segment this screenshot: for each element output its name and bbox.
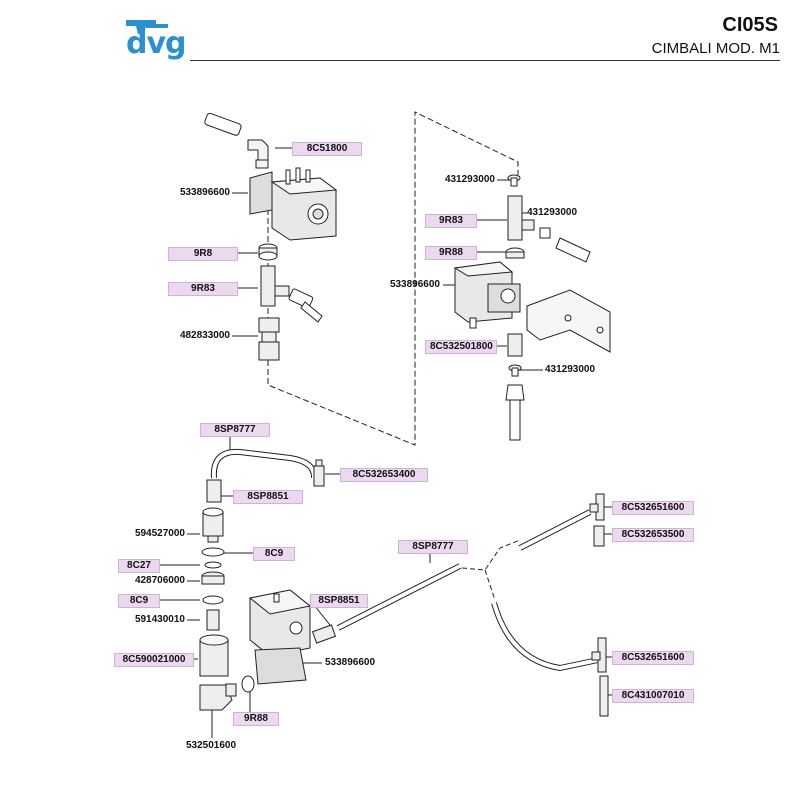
dvg-logo-icon (126, 20, 168, 34)
tee-8c532651600-lower (591, 637, 607, 673)
fitting-8sp8851 (206, 479, 222, 503)
gasket-9r8 (258, 243, 278, 261)
part-label: 8C27 (118, 559, 160, 573)
fitting-591430010 (206, 609, 220, 631)
part-label: 9R8 (168, 247, 238, 261)
filter-594527000 (202, 507, 224, 543)
mounting-bracket (526, 289, 611, 353)
screw-431293000-bottom (508, 364, 522, 377)
part-label: 8C51800 (292, 142, 362, 156)
part-label: 8C532651600 (612, 651, 694, 665)
nut-8c590021000 (199, 634, 229, 677)
o-ring-8c9-lower (202, 595, 224, 605)
part-label: 9R88 (233, 712, 279, 726)
tee-fitting-9r83-right (507, 195, 591, 263)
screw-431293000-top (507, 174, 521, 187)
washer-8c27 (204, 561, 222, 569)
tee-8c532651600-upper (589, 493, 605, 521)
assembly-dashed-line (267, 111, 519, 446)
part-label: 8C532651600 (612, 501, 694, 515)
part-label: 533896600 (389, 279, 440, 290)
gasket-9r88-right (505, 247, 525, 259)
gasket-9r88-lower (241, 675, 255, 693)
part-label: 9R88 (425, 246, 477, 260)
header-rule (190, 60, 780, 61)
page-code: CI05S (722, 14, 778, 36)
logo-text: dvg (126, 26, 187, 61)
part-label: 532501600 (186, 740, 237, 751)
part-label: 533896600 (179, 187, 230, 198)
tee-fitting-9r83 (260, 265, 323, 323)
part-label: 8C532653500 (612, 528, 694, 542)
solenoid-valve-top-left (249, 167, 338, 241)
fitting-8c532501800 (507, 333, 523, 357)
part-label: 9R83 (425, 214, 477, 228)
part-label: 8C431007010 (612, 689, 694, 703)
hose-dashed-line (461, 539, 521, 571)
solenoid-valve-lower (248, 589, 312, 685)
part-label: 591430010 (134, 614, 185, 625)
page-model: CIMBALI MOD. M1 (651, 40, 780, 57)
part-label: 431293000 (444, 174, 495, 185)
fitting-8sp8851-lower (311, 624, 337, 644)
part-label: 431293000 (545, 364, 596, 375)
part-label: 533896600 (325, 657, 376, 668)
part-label: 428706000 (134, 575, 185, 586)
part-label: 8SP8851 (310, 594, 368, 608)
fitting-8c532653500 (593, 525, 605, 547)
part-label: 594527000 (134, 528, 185, 539)
elbow-8c532653400 (313, 459, 325, 487)
elbow-fitting (247, 139, 269, 169)
part-label: 431293000 (527, 207, 578, 218)
hose-stub-top (204, 112, 242, 136)
ring-428706000 (201, 571, 225, 585)
solenoid-valve-top-right (453, 261, 521, 329)
part-label: 8SP8777 (398, 540, 468, 554)
elbow-532501600 (199, 683, 237, 711)
part-label: 8SP8777 (200, 423, 270, 437)
part-label: 8C532501800 (425, 340, 497, 354)
fitting-8c431007010 (599, 675, 609, 717)
o-ring-8c9-upper (201, 547, 225, 557)
part-label: 8C9 (253, 547, 295, 561)
part-label: 8SP8851 (233, 490, 303, 504)
nozzle-right (505, 384, 525, 441)
part-label: 8C532653400 (340, 468, 428, 482)
part-label: 9R83 (168, 282, 238, 296)
part-label: 8C590021000 (114, 653, 194, 667)
part-label: 8C9 (118, 594, 160, 608)
nipple-482833000 (258, 317, 280, 361)
part-label: 482833000 (179, 330, 230, 341)
